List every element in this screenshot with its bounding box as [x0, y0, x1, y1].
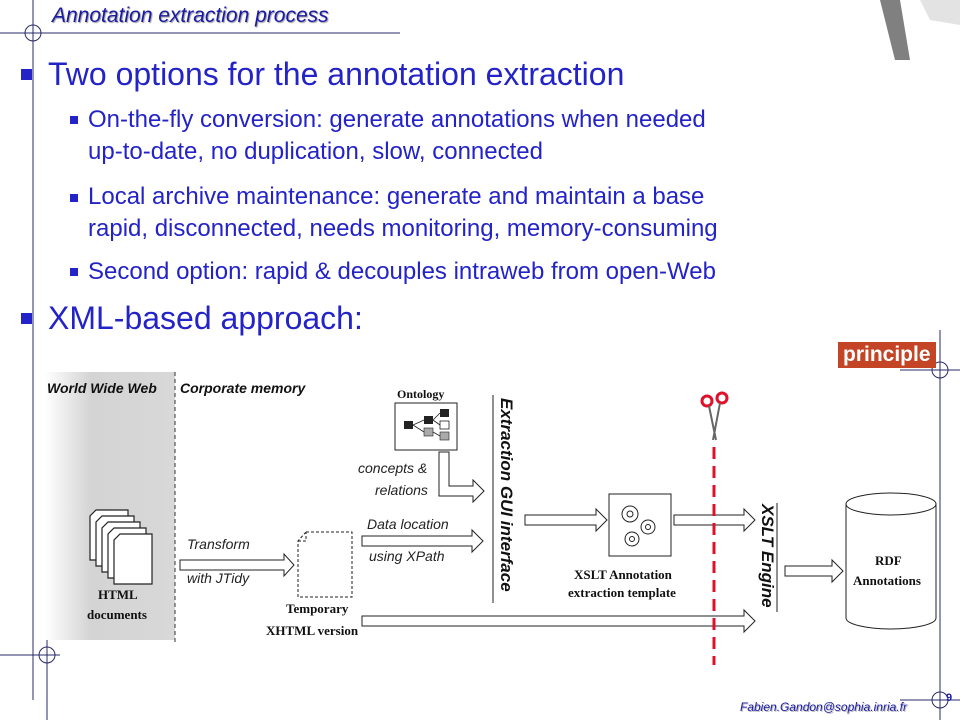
extraction-gui-label: Extraction GUI interface — [497, 398, 516, 592]
gears-icon — [621, 505, 656, 547]
www-label: World Wide Web — [47, 380, 157, 396]
ontology-label: Ontology — [397, 387, 445, 401]
rdf-label-line1: RDF — [875, 553, 902, 568]
arrow-concepts-relations — [438, 451, 485, 504]
scissors-icon — [700, 391, 729, 441]
xslt-template-label-line1: XSLT Annotation — [574, 567, 672, 582]
arrow-engine-to-rdf — [784, 558, 844, 584]
ontology-graph-icon — [404, 409, 450, 441]
slide-header-title: Annotation extraction process — [52, 4, 329, 27]
arrow-data-location — [361, 528, 484, 554]
temporary-xhtml-icon — [297, 531, 353, 598]
www-zone — [45, 372, 175, 640]
bullet-xml-approach: XML-based approach: — [48, 300, 363, 336]
principle-badge: principle — [838, 342, 936, 368]
sub-bullet-on-the-fly-line2: up-to-date, no duplication, slow, connec… — [88, 138, 543, 165]
using-xpath-label: using XPath — [369, 548, 445, 564]
sub-bullet-marker — [70, 194, 78, 202]
temporary-xhtml-label-line1: Temporary — [286, 601, 349, 616]
xslt-template-label-line2: extraction template — [568, 585, 676, 600]
arrow-gui-to-template — [524, 507, 608, 533]
transform-label-line1: Transform — [187, 536, 250, 552]
sub-bullet-marker — [70, 268, 78, 276]
rdf-database-icon — [845, 492, 937, 630]
bullet-marker — [21, 313, 32, 324]
footer-email: Fabien.Gandon@sophia.inria.fr — [740, 700, 907, 714]
arrow-transform — [179, 552, 295, 578]
page-number: 9 — [946, 692, 953, 704]
temporary-xhtml-label-line2: XHTML version — [266, 623, 359, 638]
transform-label-line2: with JTidy — [187, 570, 250, 586]
sub-bullet-on-the-fly-line1: On-the-fly conversion: generate annotati… — [88, 106, 706, 133]
bullet-two-options: Two options for the annotation extractio… — [48, 56, 625, 92]
concepts-label-line1: concepts & — [358, 460, 428, 476]
html-documents-label-line1: HTML — [98, 587, 138, 602]
arrow-template-to-engine — [673, 507, 756, 533]
sub-bullet-second-option: Second option: rapid & decouples intrawe… — [88, 258, 716, 285]
corporate-memory-label: Corporate memory — [180, 380, 306, 396]
sub-bullet-local-archive-line1: Local archive maintenance: generate and … — [88, 183, 705, 210]
sub-bullet-local-archive-line2: rapid, disconnected, needs monitoring, m… — [88, 215, 718, 242]
sub-bullet-marker — [70, 116, 78, 124]
xslt-template-box — [608, 493, 672, 557]
xslt-engine-label: XSLT Engine — [758, 504, 777, 608]
html-documents-icon — [89, 509, 153, 585]
html-documents-label-line2: documents — [87, 607, 147, 622]
rdf-label-line2: Annotations — [853, 573, 921, 588]
concepts-label-line2: relations — [375, 482, 428, 498]
bullet-marker — [21, 69, 32, 80]
data-location-label: Data location — [367, 516, 449, 532]
arrow-temporary-to-engine — [361, 608, 756, 634]
